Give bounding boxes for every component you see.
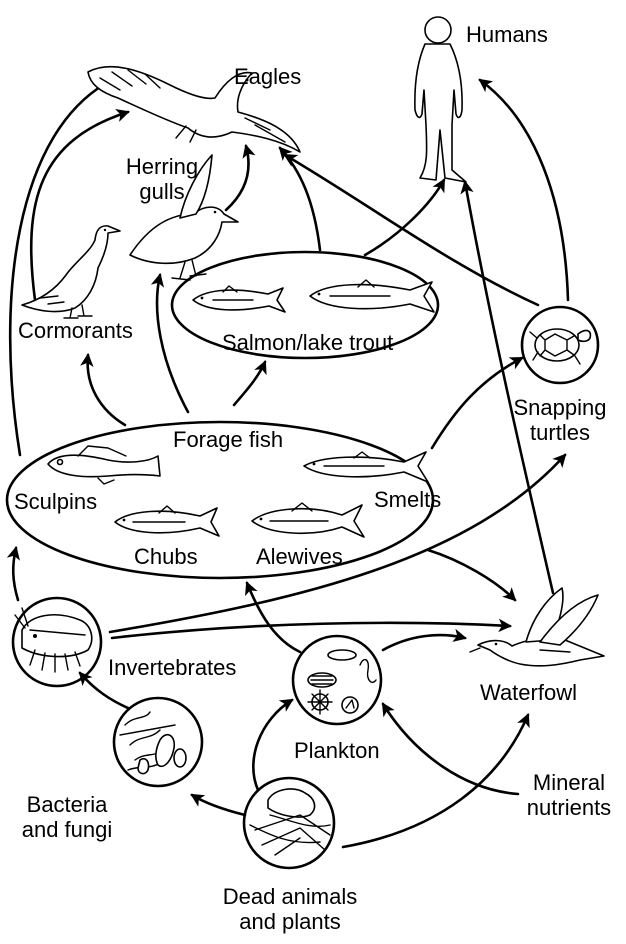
label-herring-gulls: Herring gulls — [112, 154, 212, 204]
arrow-foragefish-to-waterfowl — [428, 550, 515, 600]
label-humans: Humans — [466, 22, 548, 47]
arrow-detritus-to-waterfowl — [343, 715, 528, 847]
arrow-foragefish-to-gulls — [157, 275, 188, 412]
arrow-gulls-to-eagles — [226, 146, 249, 210]
label-bacteria-fungi-line1: Bacteria — [12, 792, 122, 817]
arrow-turtles-to-eagles — [285, 155, 538, 305]
alewife-fish-icon — [252, 503, 364, 537]
label-smelts: Smelts — [374, 487, 441, 512]
detritus-icon — [250, 789, 330, 855]
label-snapping-turtles-line1: Snapping — [500, 395, 620, 420]
label-alewives: Alewives — [256, 544, 343, 569]
label-sculpins: Sculpins — [14, 489, 97, 514]
label-herring-gulls-line2: gulls — [112, 179, 212, 204]
plankton-circle — [293, 636, 381, 724]
human-icon — [415, 17, 466, 182]
label-forage-fish: Forage fish — [173, 427, 283, 452]
label-eagles: Eagles — [234, 64, 301, 89]
label-herring-gulls-line1: Herring — [112, 154, 212, 179]
arrow-foragefish-to-salmon — [234, 362, 265, 405]
arrow-turtles-to-humans — [480, 80, 568, 300]
smelt-fish-icon — [304, 452, 428, 482]
label-mineral-nutrients-line2: nutrients — [514, 795, 624, 820]
bacteria-circle — [114, 698, 202, 786]
label-chubs: Chubs — [134, 544, 198, 569]
plankton-icon — [308, 650, 376, 714]
duck-icon — [470, 588, 604, 666]
label-plankton: Plankton — [294, 738, 380, 763]
label-bacteria-fungi: Bacteria and fungi — [12, 792, 122, 842]
label-mineral-nutrients: Mineral nutrients — [514, 770, 624, 820]
arrow-detritus-to-plankton — [253, 700, 292, 790]
arrow-detritus-to-bacteria — [192, 795, 245, 815]
arrow-invertebrates-to-foragefish — [13, 548, 18, 600]
label-salmon: Salmon/lake trout — [222, 330, 393, 355]
label-dead-animals-plants: Dead animals and plants — [190, 884, 390, 934]
label-invertebrates: Invertebrates — [108, 655, 236, 680]
turtle-icon — [530, 329, 590, 364]
lake-trout-fish-icon — [310, 280, 434, 312]
arrow-foragefish-to-cormorants — [88, 355, 125, 425]
label-dead-line2: and plants — [190, 909, 390, 934]
label-cormorants: Cormorants — [18, 318, 133, 343]
cormorant-icon — [22, 226, 120, 318]
arrow-mineral-to-plankton — [383, 704, 518, 794]
arrow-plankton-to-waterfowl — [383, 635, 465, 650]
arrow-plankton-to-foragefish — [247, 583, 300, 652]
arrow-salmon-to-humans — [365, 180, 444, 255]
sculpin-fish-icon — [48, 446, 160, 484]
label-mineral-nutrients-line1: Mineral — [514, 770, 624, 795]
chub-fish-icon — [115, 506, 219, 536]
label-bacteria-fungi-line2: and fungi — [12, 817, 122, 842]
bacteria-icon — [120, 712, 186, 774]
label-dead-line1: Dead animals — [190, 884, 390, 909]
invertebrate-icon — [15, 608, 92, 672]
label-waterfowl: Waterfowl — [480, 680, 577, 705]
salmon-fish-icon — [193, 286, 285, 312]
label-snapping-turtles: Snapping turtles — [500, 395, 620, 445]
label-snapping-turtles-line2: turtles — [500, 420, 620, 445]
